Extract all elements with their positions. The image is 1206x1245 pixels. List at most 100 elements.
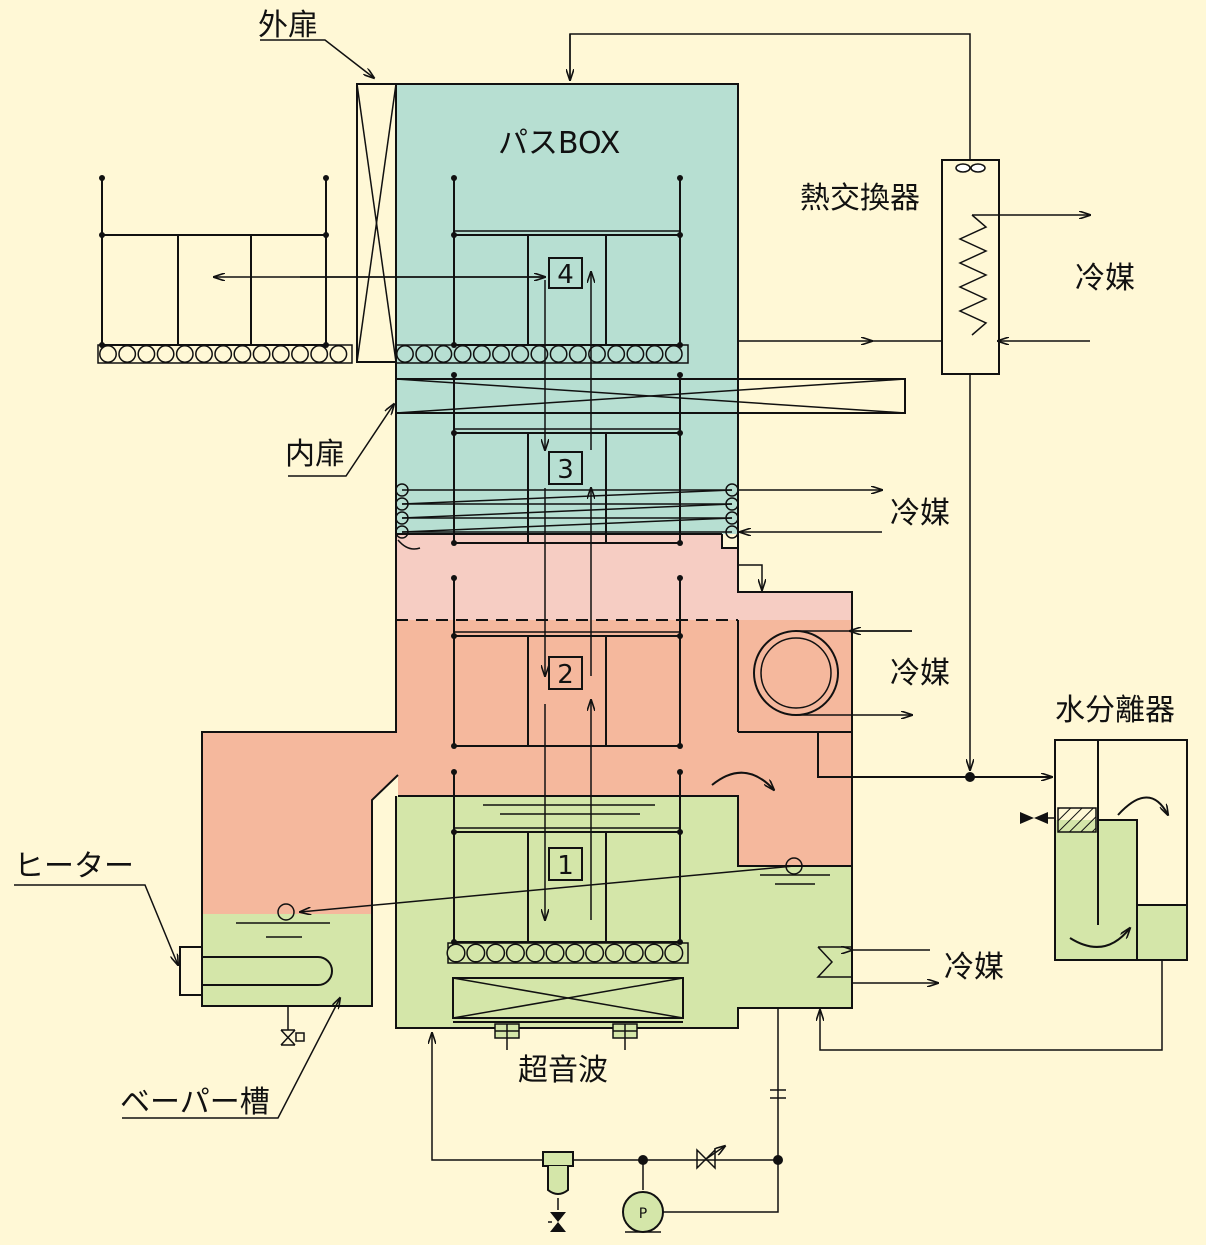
rack-joint — [451, 633, 457, 639]
roller — [118, 345, 137, 363]
rack-joint — [677, 540, 683, 546]
vapor-zone — [202, 620, 852, 914]
heater — [14, 884, 333, 1046]
roller — [99, 345, 117, 363]
roller — [396, 345, 414, 363]
filter-pump-loop: P — [432, 1008, 786, 1233]
roller — [645, 345, 664, 363]
roller — [310, 345, 329, 363]
roller — [137, 345, 156, 363]
vapor-tank-label: ベーパー槽 — [120, 1085, 270, 1120]
heat-exchanger — [570, 33, 1090, 770]
roller — [549, 345, 568, 363]
roller — [565, 943, 585, 963]
tank-cooling-fin — [816, 947, 938, 983]
cooling-coil — [395, 483, 882, 590]
overflow-lines — [277, 857, 803, 921]
roller — [415, 345, 434, 363]
side-cooling-coil — [753, 631, 912, 715]
loading-rack — [97, 175, 353, 364]
ultrasonic-label: 超音波 — [518, 1053, 608, 1088]
roller — [607, 345, 626, 363]
pump-label: P — [639, 1206, 647, 1222]
roller — [545, 943, 565, 963]
rack-joint — [677, 175, 683, 181]
heat-exchanger-label: 熱交換器 — [800, 181, 920, 216]
roller — [525, 943, 545, 963]
roller — [271, 345, 290, 363]
rack-joint — [451, 372, 457, 378]
roller — [530, 345, 549, 363]
roller — [486, 943, 506, 963]
roller — [195, 345, 213, 363]
stage-2-label: 2 — [557, 660, 574, 690]
roller — [604, 943, 624, 963]
labels: 外扉 パスBOX 熱交換器 冷媒 内扉 冷媒 冷媒 水分離器 ヒーター 冷媒 超… — [14, 8, 1175, 1120]
vapor-tank-leader — [122, 998, 340, 1119]
roller — [434, 345, 453, 363]
transfer-path-arrows — [214, 272, 591, 920]
outer-door — [260, 39, 397, 363]
stage-4-label: 4 — [557, 260, 574, 290]
rack-joint — [677, 829, 683, 835]
chamber-outline — [201, 83, 853, 1029]
roller — [624, 943, 644, 963]
roller — [466, 943, 486, 963]
stage-markers: 4 3 2 1 — [548, 257, 583, 881]
rack-joint — [677, 575, 683, 581]
roller — [156, 345, 175, 363]
roller — [214, 345, 233, 363]
rack-joint — [451, 540, 457, 546]
roller — [664, 345, 683, 363]
water-separator — [820, 739, 1188, 1051]
rack-joint — [677, 633, 683, 639]
roller — [585, 943, 605, 963]
roller — [175, 345, 194, 363]
rack-joint — [677, 372, 683, 378]
roller — [511, 345, 530, 363]
roller — [291, 345, 309, 363]
roller — [329, 345, 348, 363]
roller — [588, 345, 606, 363]
rack-joint — [451, 829, 457, 835]
roller — [505, 943, 525, 963]
transfer-rack — [451, 175, 683, 945]
ultrasonic-transducer — [452, 977, 684, 1050]
rack-joint — [677, 232, 683, 238]
rack-joint — [451, 743, 457, 749]
inner-door-label: 内扉 — [285, 437, 345, 472]
rack-joint — [677, 430, 683, 436]
roller — [472, 345, 491, 363]
roller — [453, 345, 472, 363]
bottom-conveyor — [446, 942, 689, 964]
roller — [233, 345, 252, 363]
rack-joint — [677, 743, 683, 749]
inner-door — [288, 378, 906, 477]
condensate-line — [817, 732, 1052, 782]
rack-joint — [677, 939, 683, 945]
vapor-flow-arrow — [711, 771, 774, 790]
liquid-zones — [202, 796, 852, 1028]
liquid-surface-lines — [236, 804, 830, 938]
refrigerant-label-1: 冷媒 — [1075, 261, 1135, 296]
cooling-zone — [396, 534, 852, 620]
pass-box-conveyor — [395, 344, 689, 364]
roller — [568, 345, 587, 363]
rack-joint — [451, 175, 457, 181]
roller — [252, 345, 271, 363]
refrigerant-label-2: 冷媒 — [890, 496, 950, 531]
roller — [446, 943, 466, 963]
rack-joint — [677, 769, 683, 775]
rack-joint — [451, 769, 457, 775]
roller — [644, 943, 664, 963]
roller — [492, 345, 510, 363]
refrigerant-label-4: 冷媒 — [944, 950, 1004, 985]
outer-door-label: 外扉 — [258, 8, 318, 43]
roller — [664, 943, 684, 963]
heater-label: ヒーター — [14, 849, 134, 884]
rack-joint — [451, 430, 457, 436]
rack-joint — [451, 575, 457, 581]
refrigerant-label-3: 冷媒 — [890, 656, 950, 691]
